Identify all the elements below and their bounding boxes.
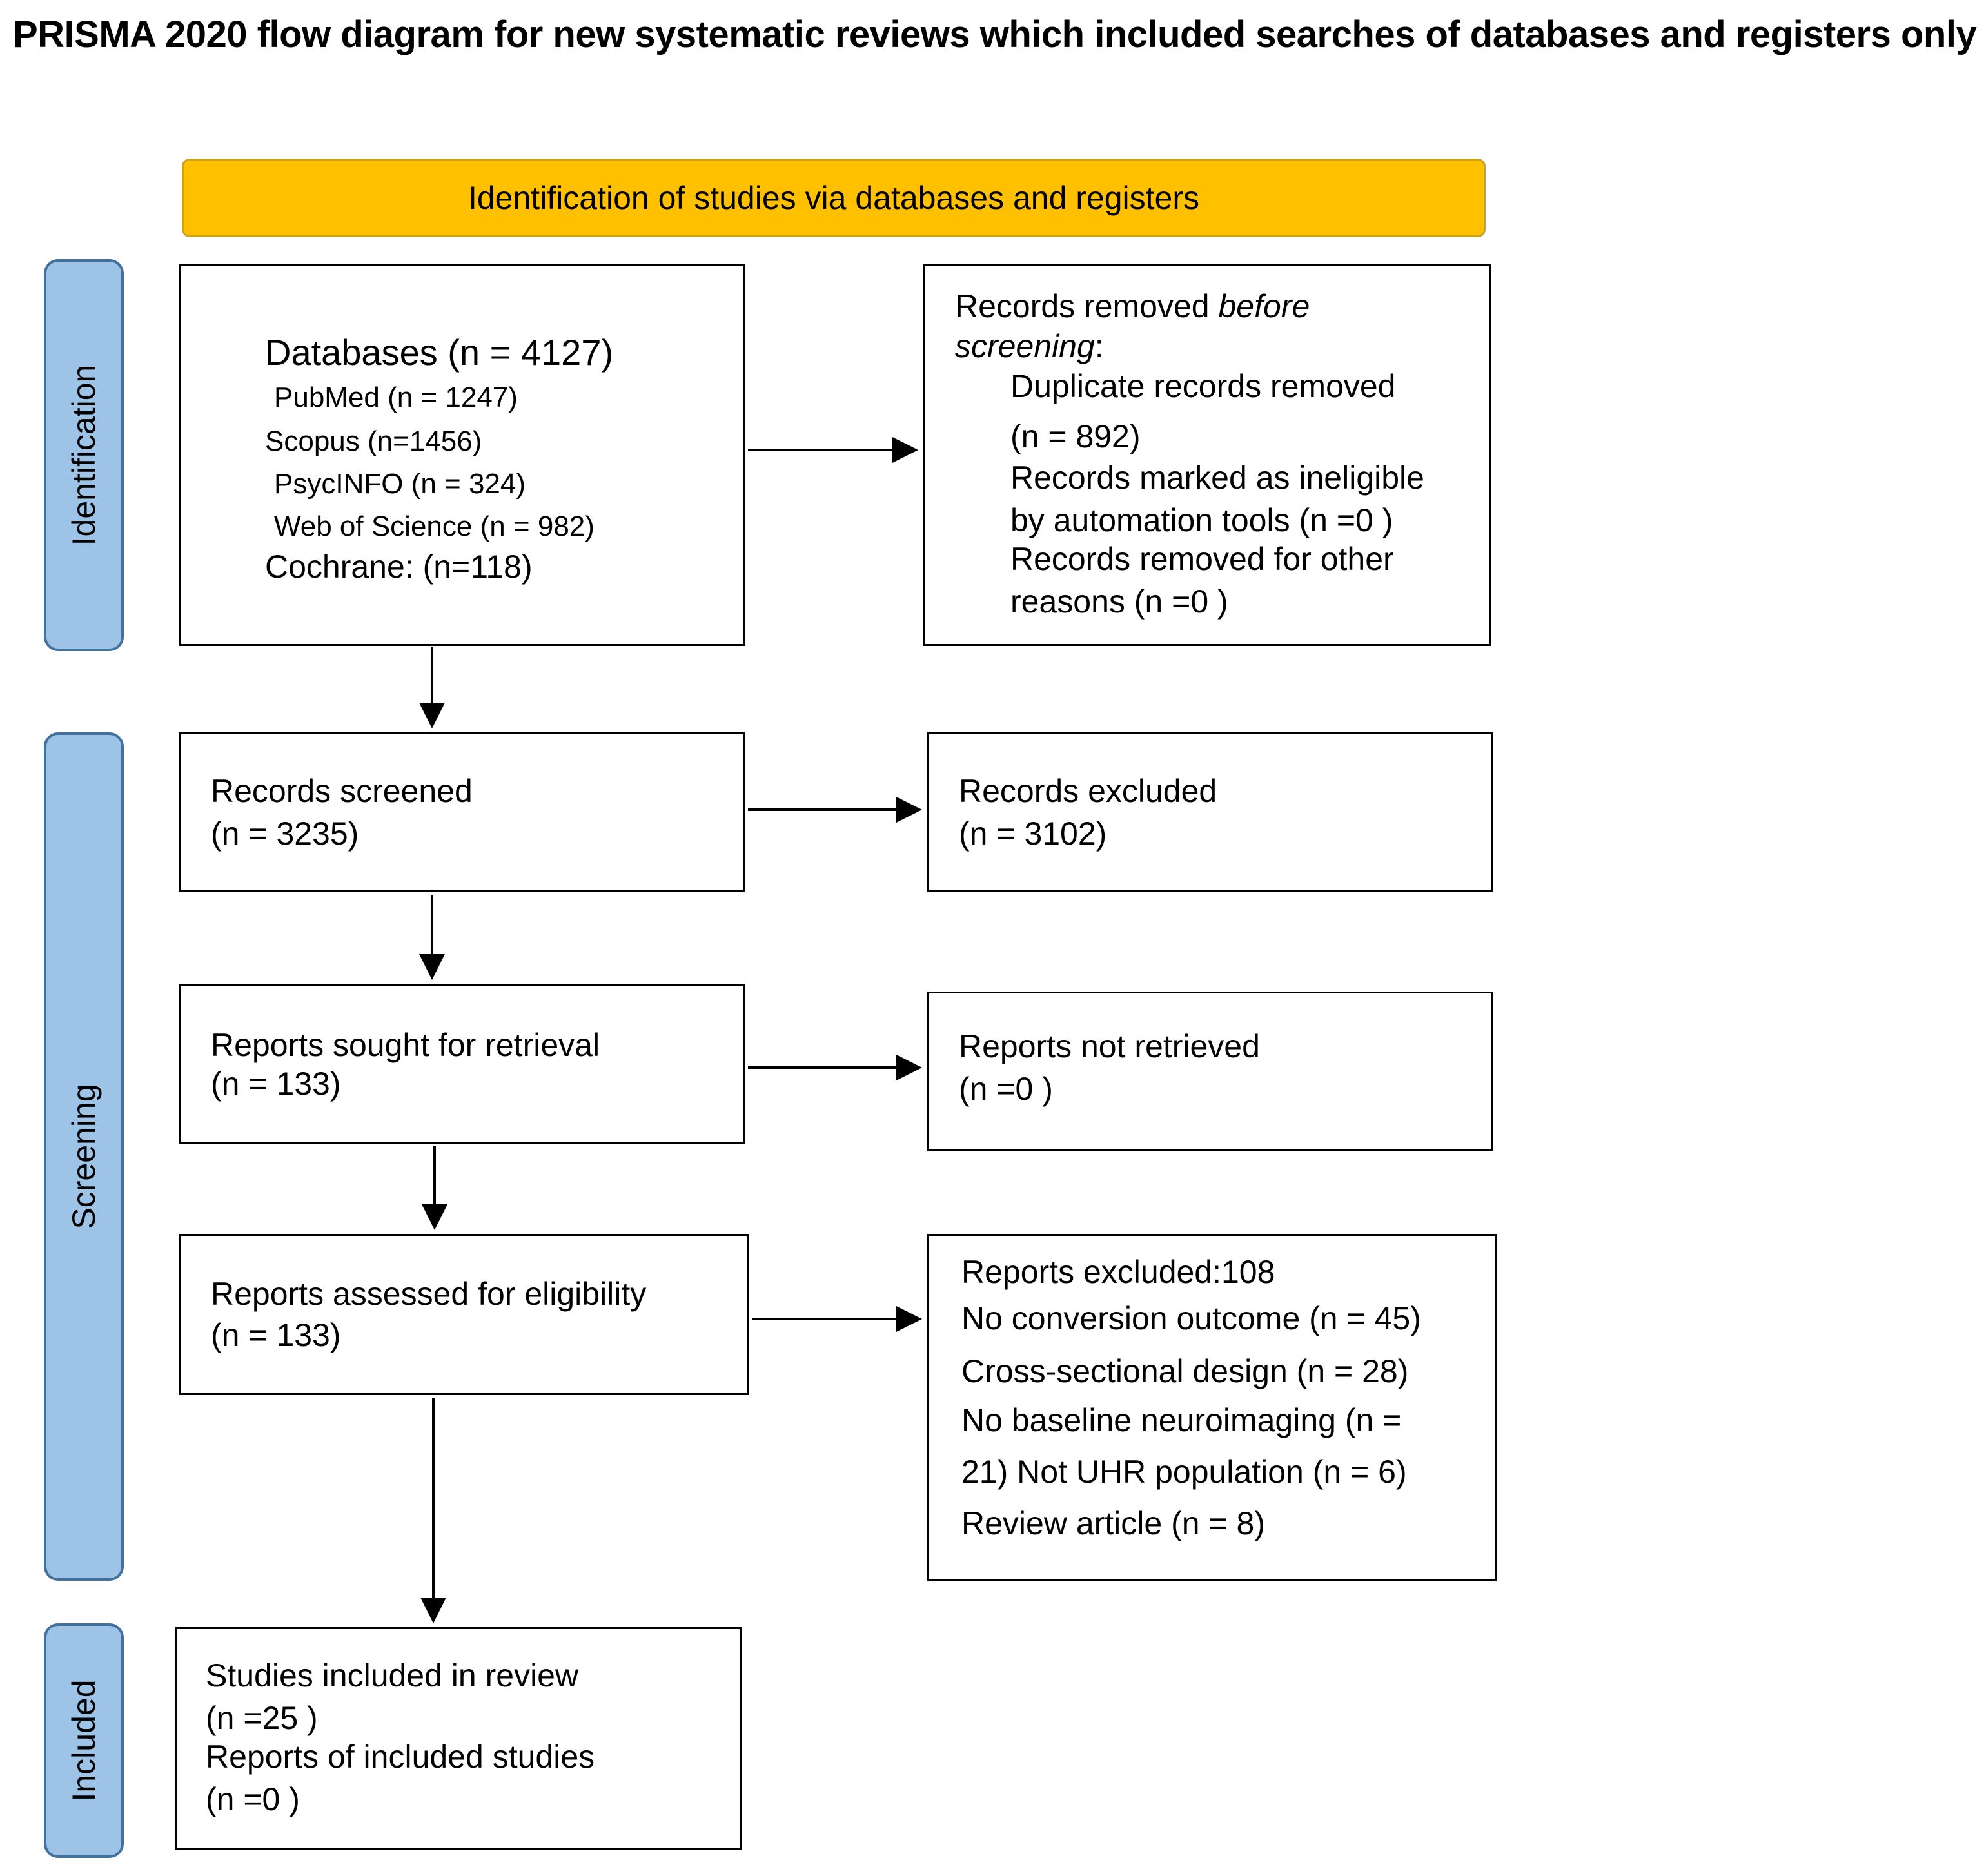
reports-sought-box: Reports sought for retrieval (n = 133) — [179, 984, 745, 1144]
assessed-n: (n = 133) — [211, 1317, 341, 1353]
not-retrieved-n: (n =0 ) — [959, 1071, 1053, 1107]
databases-scopus: Scopus (n=1456) — [265, 425, 482, 457]
reports-excluded-l4: 21) Not UHR population (n = 6) — [961, 1454, 1407, 1490]
removed-heading: Records removed before — [955, 287, 1310, 326]
reports-assessed-box: Reports assessed for eligibility (n = 13… — [179, 1234, 749, 1395]
reports-excluded-l1: No conversion outcome (n = 45) — [961, 1300, 1421, 1336]
diagram-title: PRISMA 2020 flow diagram for new systema… — [13, 14, 1977, 55]
removed-duplicates: Duplicate records removed — [1010, 368, 1396, 404]
databases-pubmed: PubMed (n = 1247) — [274, 382, 518, 413]
sought-label: Reports sought for retrieval — [211, 1027, 600, 1063]
databases-wos: Web of Science (n = 982) — [274, 511, 595, 542]
reports-excluded-l2: Cross-sectional design (n = 28) — [961, 1353, 1409, 1389]
excluded-label: Records excluded — [959, 773, 1217, 809]
removed-heading-line2: screening: — [955, 327, 1104, 366]
removed-heading-colon: : — [1094, 328, 1104, 364]
included-reports: Reports of included studies — [206, 1739, 595, 1775]
records-screened-box: Records screened (n = 3235) — [179, 732, 745, 892]
included-studies-n: (n =25 ) — [206, 1700, 318, 1736]
databases-box: Databases (n = 4127) PubMed (n = 1247) S… — [179, 264, 745, 646]
sought-n: (n = 133) — [211, 1066, 341, 1102]
records-excluded-box: Records excluded (n = 3102) — [927, 732, 1493, 892]
removed-other2: reasons (n =0 ) — [1010, 583, 1228, 620]
included-reports-n: (n =0 ) — [206, 1781, 300, 1817]
removed-heading-plain: Records removed — [955, 288, 1219, 324]
records-removed-box: Records removed before screening: Duplic… — [923, 264, 1491, 646]
reports-excluded-heading: Reports excluded:108 — [961, 1254, 1275, 1290]
removed-ineligible2: by automation tools (n =0 ) — [1010, 502, 1393, 538]
assessed-label: Reports assessed for eligibility — [211, 1276, 647, 1312]
removed-heading-italic: before — [1218, 288, 1310, 324]
screened-n: (n = 3235) — [211, 816, 359, 852]
phase-screening: Screening — [44, 732, 124, 1581]
banner-label: Identification of studies via databases … — [467, 180, 1199, 216]
reports-excluded-box: Reports excluded:108 No conversion outco… — [927, 1234, 1497, 1581]
screened-label: Records screened — [211, 773, 473, 809]
included-studies: Studies included in review — [206, 1657, 579, 1694]
databases-heading: Databases (n = 4127) — [265, 332, 614, 373]
excluded-n: (n = 3102) — [959, 816, 1107, 852]
removed-duplicates-n: (n = 892) — [1010, 418, 1141, 454]
databases-psycinfo: PsycINFO (n = 324) — [274, 468, 526, 500]
removed-heading-italic2: screening — [955, 328, 1095, 364]
reports-excluded-l3: No baseline neuroimaging (n = — [961, 1402, 1402, 1438]
reports-excluded-l5: Review article (n = 8) — [961, 1505, 1265, 1541]
studies-included-box: Studies included in review (n =25 ) Repo… — [175, 1627, 742, 1850]
not-retrieved-label: Reports not retrieved — [959, 1028, 1260, 1064]
identification-banner: Identification of studies via databases … — [182, 159, 1486, 237]
removed-ineligible: Records marked as ineligible — [1010, 460, 1424, 496]
phase-included: Included — [44, 1623, 124, 1858]
removed-other: Records removed for other — [1010, 541, 1394, 577]
phase-identification: Identification — [44, 259, 124, 651]
reports-not-retrieved-box: Reports not retrieved (n =0 ) — [927, 992, 1493, 1151]
databases-cochrane: Cochrane: (n=118) — [265, 549, 533, 585]
